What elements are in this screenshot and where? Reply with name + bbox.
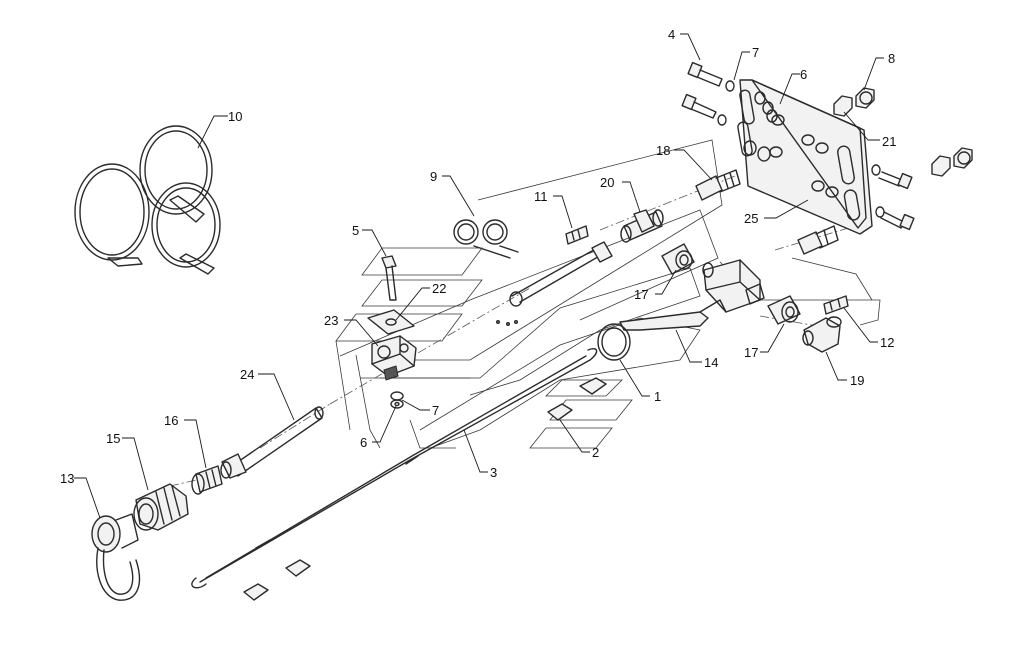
callout-16: 16 xyxy=(164,413,178,428)
callout-9: 9 xyxy=(430,169,437,184)
callout-14: 14 xyxy=(704,355,718,370)
o-ring xyxy=(597,323,631,361)
hose-assembly xyxy=(509,241,613,307)
callout-23: 23 xyxy=(324,313,338,328)
protective-sleeve xyxy=(220,406,324,479)
connector-fitting-lower xyxy=(797,225,839,255)
callout-22: 22 xyxy=(432,281,446,296)
marker-label-12 xyxy=(823,295,849,315)
adapter-nut-17-upper xyxy=(661,243,695,275)
callout-13: 13 xyxy=(60,471,74,486)
callout-17-upper: 17 xyxy=(634,287,648,302)
callout-1: 1 xyxy=(654,389,661,404)
marker-label-11 xyxy=(565,225,589,245)
callout-25: 25 xyxy=(744,211,758,226)
callout-10: 10 xyxy=(228,109,242,124)
callout-11: 11 xyxy=(534,189,548,204)
connector-fitting-18 xyxy=(695,169,741,201)
hydraulic-hose-long xyxy=(191,348,598,589)
callout-20: 20 xyxy=(600,175,614,190)
callout-7-top: 7 xyxy=(752,45,759,60)
adapter-nut-17-lower xyxy=(767,295,801,325)
callout-6-lower: 6 xyxy=(360,435,367,450)
callout-labels: 4 7 6 8 21 10 18 9 20 11 25 5 22 17 23 1… xyxy=(60,27,896,486)
mounting-plate xyxy=(737,79,873,235)
washers-6-7 xyxy=(390,391,404,409)
dust-cap xyxy=(91,513,141,601)
callout-2: 2 xyxy=(592,445,599,460)
callout-21: 21 xyxy=(882,134,896,149)
elbow-fitting xyxy=(802,316,842,353)
adapter-16 xyxy=(191,465,223,495)
spring-clips xyxy=(453,219,519,259)
callout-15: 15 xyxy=(106,431,120,446)
callout-7-lower: 7 xyxy=(432,403,439,418)
callout-12: 12 xyxy=(880,335,894,350)
valve-block xyxy=(619,259,765,331)
callout-3: 3 xyxy=(490,465,497,480)
callout-19: 19 xyxy=(850,373,864,388)
hose-clips xyxy=(243,377,607,601)
callout-8: 8 xyxy=(888,51,895,66)
callout-17-lower: 17 xyxy=(744,345,758,360)
callout-18: 18 xyxy=(656,143,670,158)
tee-fitting xyxy=(620,209,664,243)
cable-tie-set xyxy=(74,125,221,275)
leader-lines xyxy=(74,33,884,519)
clamp-bolt xyxy=(381,255,397,301)
bolts-and-nuts xyxy=(681,61,973,231)
clamp-plate xyxy=(367,309,415,335)
quick-coupler xyxy=(133,483,189,531)
clamp-block xyxy=(371,335,417,381)
callout-24: 24 xyxy=(240,367,254,382)
hardware-dots xyxy=(496,320,518,326)
callout-5: 5 xyxy=(352,223,359,238)
callout-4: 4 xyxy=(668,27,675,42)
callout-6-top: 6 xyxy=(800,67,807,82)
